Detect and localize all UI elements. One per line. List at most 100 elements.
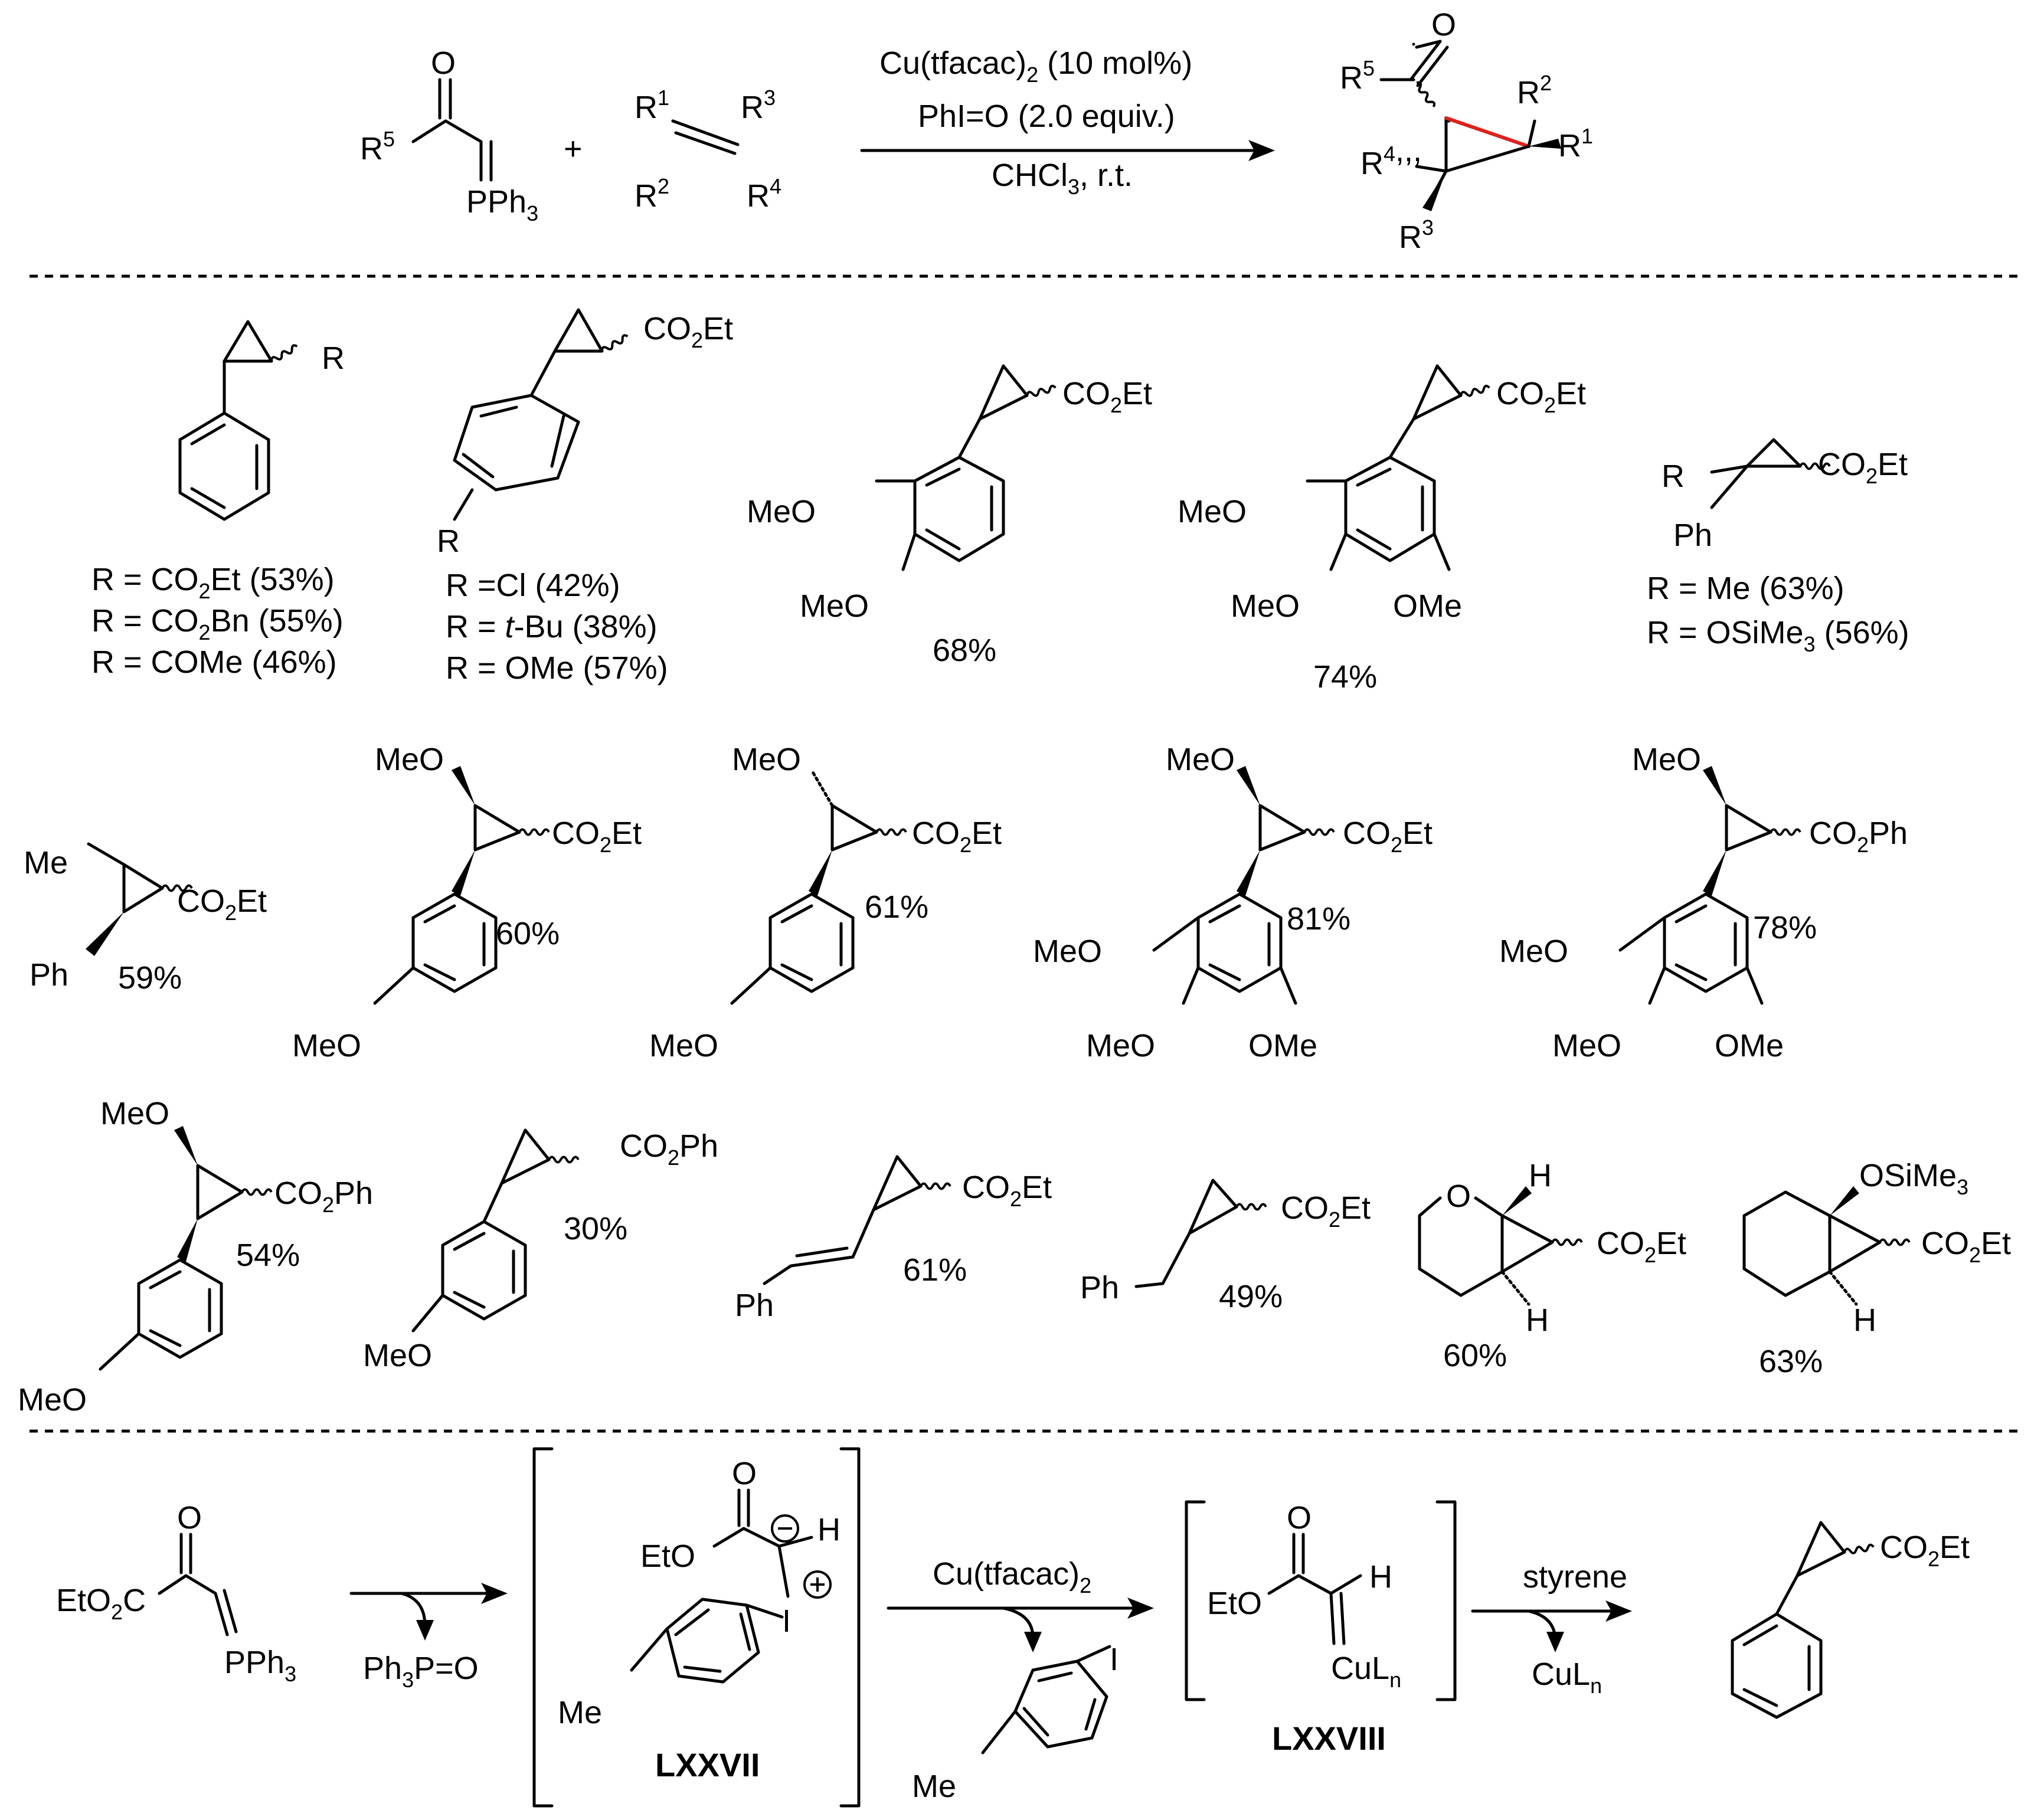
compound-1d-yield: 74% xyxy=(1313,659,1377,695)
compound-1e-yield-1: R = Me (63%) xyxy=(1647,571,1844,606)
mech-arrow-2: Cu(tfacac)2 I Me xyxy=(887,1556,1154,1804)
condition-solvent: CHCl3, r.t. xyxy=(992,158,1133,199)
compound-1d-meo-1: MeO xyxy=(1178,494,1247,529)
product-r3: R3 xyxy=(1399,215,1434,255)
row3-scope: CO2Ph MeO MeO 54% CO2Ph MeO 30% xyxy=(18,1096,2011,1418)
compound-2b-yield: 60% xyxy=(496,916,560,951)
compound-2a: CO2Et Me Ph 59% xyxy=(24,842,267,996)
alkene-r4: R4 xyxy=(747,174,781,214)
compound-3f-osime3: OSiMe3 xyxy=(1859,1158,1968,1199)
ylide-oxygen: O xyxy=(431,45,456,81)
compound-3f: CO2Et OSiMe3 H 63% xyxy=(1742,1158,2011,1379)
compound-1e-r: R xyxy=(1662,459,1685,494)
row2-scope: CO2Et Me Ph 59% CO2Et MeO MeO 60% xyxy=(24,742,1908,1063)
compound-3e-o: O xyxy=(1446,1179,1471,1214)
compound-2d-co2et: CO2Et xyxy=(1343,816,1433,857)
compound-1b-yield-1: R =Cl (42%) xyxy=(446,568,620,603)
mech-int1-me: Me xyxy=(558,1695,602,1730)
mech-byproduct-2-i: I xyxy=(1110,1642,1119,1677)
mech-start-ester: EtO2C xyxy=(56,1583,146,1624)
product-r1: R1 xyxy=(1558,124,1593,163)
ylide-pph3: PPh3 xyxy=(466,184,538,225)
compound-2e-meo-top: MeO xyxy=(1632,742,1701,777)
compound-3a-yield: 54% xyxy=(236,1238,300,1273)
compound-2d: CO2Et MeO MeO MeO OMe 81% xyxy=(1033,742,1433,1063)
compound-3f-yield: 63% xyxy=(1759,1344,1823,1379)
compound-3c-yield: 61% xyxy=(903,1252,967,1288)
product-oxygen: O xyxy=(1431,7,1456,42)
mech-arrow-3: styrene CuLn xyxy=(1471,1559,1632,1698)
compound-2b-meo: MeO xyxy=(375,742,444,777)
mech-reagent-3: styrene xyxy=(1523,1559,1627,1595)
compound-1b-yield-3: R = OMe (57%) xyxy=(446,650,668,686)
compound-3e: CO2Et O H H 60% xyxy=(1418,1158,1686,1373)
mech-intermediate-2: O EtO H CuLn LXXVIII xyxy=(1185,1500,1457,1757)
mech-start-pph3: PPh3 xyxy=(224,1645,296,1686)
mech-int1-eto: EtO xyxy=(640,1539,695,1574)
mech-product-co2et: CO2Et xyxy=(1880,1530,1970,1571)
compound-2b-meo-2: MeO xyxy=(292,1028,361,1063)
mech-intermediate-1: O EtO H I Me LXXVII xyxy=(532,1447,861,1808)
mech-int2-cu: CuLn xyxy=(1331,1651,1401,1692)
alkene-structure: R1 R3 R2 R4 xyxy=(635,86,781,214)
compound-3e-h-bottom: H xyxy=(1526,1302,1549,1338)
compound-2c-co2et: CO2Et xyxy=(912,816,1002,857)
compound-1e: CO2Et R Ph R = Me (63%) R = OSiMe3 (56%) xyxy=(1647,438,1909,656)
mechanism: O EtO2C PPh3 Ph3P=O O EtO H xyxy=(56,1447,1970,1808)
mech-byproduct-3: CuLn xyxy=(1532,1657,1602,1698)
mech-product: CO2Et xyxy=(1731,1521,1970,1719)
compound-3a: CO2Ph MeO MeO 54% xyxy=(18,1096,373,1418)
compound-2e-co2ph: CO2Ph xyxy=(1809,816,1908,857)
compound-2a-ph: Ph xyxy=(30,957,68,993)
compound-1c-meo-2: MeO xyxy=(800,588,869,624)
compound-3e-h-top: H xyxy=(1529,1158,1552,1193)
mech-int2-eto: EtO xyxy=(1207,1586,1262,1621)
general-product: O R5 R2 R1 R4,,, R3 xyxy=(1340,7,1593,255)
compound-2d-meo-2: MeO xyxy=(1086,1028,1155,1063)
compound-3a-meo-2: MeO xyxy=(18,1382,87,1418)
mech-int1-i: I xyxy=(782,1603,791,1639)
compound-1d-meo-2: MeO xyxy=(1231,588,1300,624)
product-r4: R4,,, xyxy=(1361,133,1422,181)
compound-3b-co2ph: CO2Ph xyxy=(620,1128,718,1170)
mech-int2-name: LXXVIII xyxy=(1272,1720,1386,1757)
compound-2c: CO2Et MeO MeO 61% xyxy=(649,742,1002,1063)
compound-1c: CO2Et MeO MeO 68% xyxy=(747,364,1152,668)
compound-1b: CO2Et R R =Cl (42%) R = t-Bu (38%) R = O… xyxy=(437,308,733,686)
compound-3a-meo: MeO xyxy=(100,1096,169,1131)
compound-2b: CO2Et MeO MeO 60% xyxy=(292,742,642,1063)
mech-int2-o: O xyxy=(1287,1500,1312,1536)
compound-2e: CO2Ph MeO MeO MeO OMe 78% xyxy=(1499,742,1908,1063)
mech-int2-h: H xyxy=(1369,1559,1392,1595)
compound-3b: CO2Ph MeO 30% xyxy=(363,1128,718,1373)
compound-2a-yield: 59% xyxy=(118,960,182,996)
condition-catalyst: Cu(tfacac)2 (10 mol%) xyxy=(879,45,1192,87)
alkene-r3: R3 xyxy=(741,86,776,125)
compound-2e-meo-1: MeO xyxy=(1499,934,1568,969)
compound-2d-meo-1: MeO xyxy=(1033,934,1102,969)
compound-1b-yield-2: R = t-Bu (38%) xyxy=(446,609,658,644)
compound-2d-ome: OMe xyxy=(1248,1028,1317,1063)
compound-2c-meo: MeO xyxy=(732,742,801,777)
compound-2a-me: Me xyxy=(24,845,68,880)
compound-2d-yield: 81% xyxy=(1287,901,1350,937)
condition-oxidant: PhI=O (2.0 equiv.) xyxy=(918,99,1175,134)
compound-1a-yield-2: R = CO2Bn (55%) xyxy=(91,603,344,644)
compound-3c-co2et: CO2Et xyxy=(962,1170,1052,1211)
compound-1e-co2et: CO2Et xyxy=(1818,447,1908,488)
mech-arrow-1: Ph3P=O xyxy=(349,1583,508,1692)
mech-reagent-2: Cu(tfacac)2 xyxy=(933,1556,1091,1598)
alkene-r1: R1 xyxy=(635,86,669,125)
compound-1a-yield-3: R = COMe (46%) xyxy=(91,644,337,680)
compound-3d-ph: Ph xyxy=(1080,1270,1119,1305)
product-r2: R2 xyxy=(1517,71,1552,110)
compound-1d: CO2Et MeO MeO OMe 74% xyxy=(1178,364,1586,695)
plus-sign: + xyxy=(564,131,583,166)
general-reaction: O R5 PPh3 + R1 R3 R2 R4 Cu(tfacac)2 (10 … xyxy=(360,7,1593,255)
compound-2c-meo-2: MeO xyxy=(649,1028,718,1063)
compound-3c: CO2Et Ph 61% xyxy=(735,1155,1052,1323)
compound-2a-co2et: CO2Et xyxy=(177,883,267,925)
mech-start: O EtO2C PPh3 xyxy=(56,1500,296,1686)
compound-2e-ome: OMe xyxy=(1715,1028,1784,1063)
compound-1b-r: R xyxy=(437,523,460,559)
